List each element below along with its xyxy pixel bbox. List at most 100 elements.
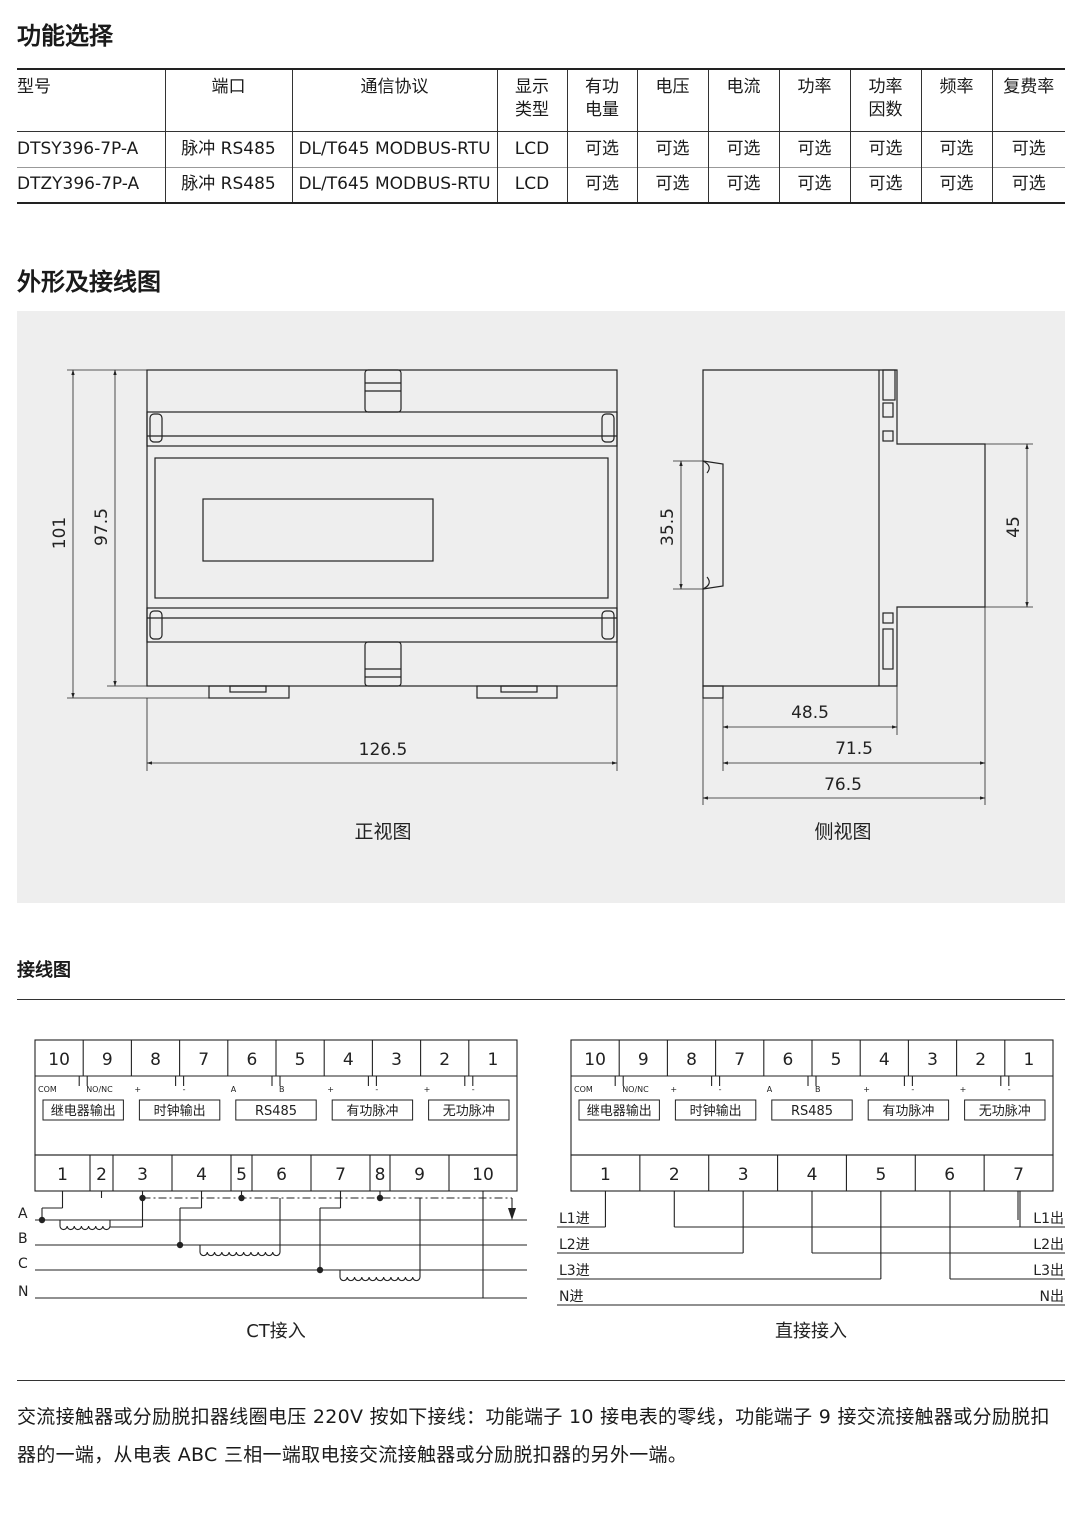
wiring-note: 交流接触器或分励脱扣器线圈电压 220V 按如下接线：功能端子 10 接电表的零…: [17, 1406, 1050, 1466]
ct-coil: [199, 1251, 281, 1257]
table-cell: 可选: [707, 131, 779, 167]
terminal-mark: A: [231, 1085, 237, 1094]
ct-bottom-terminal: 7: [335, 1165, 346, 1185]
function-label: 无功脉冲: [443, 1104, 495, 1119]
table-cell: LCD: [496, 131, 567, 167]
divider: [17, 1380, 1065, 1381]
top-terminal-number: 3: [927, 1050, 938, 1070]
table-header-cell: 功率: [778, 69, 850, 131]
table-cell: DL/T645 MODBUS-RTU: [291, 131, 497, 167]
ct-bottom-terminal: 3: [137, 1165, 148, 1185]
top-terminal-number: 2: [975, 1050, 986, 1070]
table-cell: 可选: [849, 167, 921, 203]
ct-coil: [339, 1276, 421, 1282]
line-in-label: N进: [559, 1289, 583, 1305]
ct-bottom-terminal: 10: [472, 1165, 494, 1185]
terminal-mark: +: [960, 1085, 967, 1094]
direct-bottom-terminal: 3: [738, 1165, 749, 1185]
top-terminal-number: 4: [343, 1050, 354, 1070]
function-label-box: [771, 1099, 853, 1121]
junction-dot: [38, 1216, 46, 1224]
table-cell: 可选: [991, 131, 1065, 167]
function-label-box: [578, 1099, 660, 1121]
top-terminal-number: 5: [831, 1050, 842, 1070]
top-terminal-number: 7: [734, 1050, 745, 1070]
top-terminal-number: 10: [48, 1050, 70, 1070]
section-title-function: 功能选择: [17, 22, 113, 50]
table-header-cell: 显示类型: [496, 69, 567, 131]
table-cell: 脉冲 RS485: [164, 167, 292, 203]
terminal-mark: -: [1008, 1085, 1011, 1094]
table-header-cell: 有功电量: [566, 69, 637, 131]
table-cell: 可选: [566, 167, 637, 203]
function-label: 有功脉冲: [882, 1104, 934, 1119]
direct-bottom-terminal: 5: [875, 1165, 886, 1185]
table-header-cell: 通信协议: [291, 69, 497, 131]
top-terminal-number: 8: [686, 1050, 697, 1070]
dim-48-5: 48.5: [791, 703, 829, 723]
table-cell: 脉冲 RS485: [164, 131, 292, 167]
top-terminal-number: 8: [150, 1050, 161, 1070]
table-cell: DTSY396-7P-A: [17, 138, 139, 159]
terminal-mark: A: [767, 1085, 773, 1094]
phase-label: C: [18, 1256, 28, 1272]
section-title-wiring: 接线图: [17, 960, 71, 981]
divider: [17, 999, 1065, 1000]
terminal-mark: +: [134, 1085, 141, 1094]
top-terminal-number: 2: [439, 1050, 450, 1070]
terminal-mark: -: [375, 1085, 378, 1094]
top-terminal-number: 1: [1023, 1050, 1034, 1070]
table-header-cell: 型号: [17, 77, 51, 97]
outline-figure: 101 97.5 126.5 35.5 45 48.5 71.5 76.5 正视…: [17, 311, 1065, 903]
terminal-mark: -: [719, 1085, 722, 1094]
ct-bottom-terminal: 2: [96, 1165, 107, 1185]
table-header-cell: 功率因数: [849, 69, 921, 131]
table-header-cell: 复费率: [991, 69, 1065, 131]
ct-bottom-terminal: 9: [414, 1165, 425, 1185]
ct-caption: CT接入: [246, 1321, 306, 1342]
table-cell: 可选: [566, 131, 637, 167]
outline-drawing: 101 97.5 126.5 35.5 45 48.5 71.5 76.5 正视…: [50, 369, 1033, 843]
terminal-mark: +: [863, 1085, 870, 1094]
ct-bottom-terminal: 5: [236, 1165, 247, 1185]
table-header-row: 型号端口通信协议显示类型有功电量电压电流功率功率因数频率复费率: [17, 69, 1065, 131]
function-label: 继电器输出: [51, 1103, 116, 1119]
function-label-box: [674, 1099, 757, 1121]
terminal-mark: +: [670, 1085, 677, 1094]
section-title-outline: 外形及接线图: [17, 268, 161, 296]
function-label-box: [138, 1099, 221, 1121]
top-terminal-number: 4: [879, 1050, 890, 1070]
table-cell: 可选: [778, 131, 850, 167]
direct-bottom-terminal: 2: [669, 1165, 680, 1185]
terminal-mark: COM: [574, 1085, 593, 1094]
direct-bottom-terminal: 1: [600, 1165, 611, 1185]
table-cell: 可选: [636, 131, 708, 167]
table-cell: 可选: [707, 167, 779, 203]
function-label: 时钟输出: [154, 1103, 206, 1119]
terminal-mark: -: [472, 1085, 475, 1094]
dim-35-5: 35.5: [658, 508, 678, 546]
top-terminal-number: 9: [638, 1050, 649, 1070]
function-label-box: [42, 1099, 124, 1121]
top-terminal-number: 3: [391, 1050, 402, 1070]
terminal-mark: NO/NC: [622, 1085, 649, 1094]
function-label: 时钟输出: [690, 1103, 742, 1119]
function-table: 型号端口通信协议显示类型有功电量电压电流功率功率因数频率复费率 DTSY396-…: [17, 68, 1065, 204]
top-terminal-number: 6: [246, 1050, 257, 1070]
function-label: RS485: [791, 1104, 833, 1119]
direct-bottom-terminal: 4: [807, 1165, 818, 1185]
ct-terminal-strip: [34, 1154, 518, 1192]
table-cell: LCD: [496, 167, 567, 203]
line-out-label: N出: [1040, 1289, 1064, 1305]
direct-caption: 直接接入: [775, 1321, 847, 1342]
front-view-caption: 正视图: [354, 821, 411, 843]
junction-dot: [238, 1194, 245, 1202]
line-out-label: L3出: [1033, 1263, 1064, 1279]
ct-coil: [59, 1225, 111, 1231]
side-view-caption: 侧视图: [814, 821, 871, 843]
phase-label: N: [18, 1284, 28, 1300]
terminal-mark: COM: [38, 1085, 57, 1094]
function-label-box: [867, 1099, 950, 1121]
